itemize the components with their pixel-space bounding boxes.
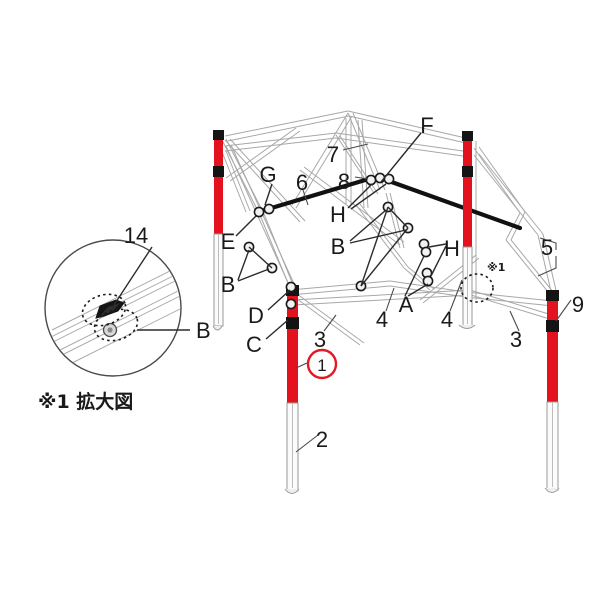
leader-line-H2a <box>428 243 447 248</box>
leader-line-H1b <box>350 183 387 210</box>
leader-line-Aa <box>404 255 425 297</box>
label-4-right: 4 <box>441 307 453 332</box>
leader-line-H2b <box>430 245 447 277</box>
label-A: A <box>399 292 414 317</box>
tent-frame-group: ※1 1 2 3 3 4 4 5 6 7 8 9 A B B C D E F G <box>212 110 584 494</box>
label-7: 7 <box>327 142 339 167</box>
leader-line-B2a <box>349 209 387 242</box>
clip-part-14-shade <box>99 303 120 317</box>
callout-circle-icon <box>306 348 338 380</box>
leader-line-6 <box>302 189 309 206</box>
leader-line-F <box>380 132 422 183</box>
detail-view-group: 14 B ※1 拡大図 <box>38 223 211 413</box>
leader-line-4a <box>385 287 395 312</box>
label-C: C <box>246 332 262 357</box>
label-F: F <box>420 113 433 138</box>
leader-line-2 <box>295 434 319 453</box>
pole-front-right <box>544 290 560 493</box>
label-6: 6 <box>296 170 308 195</box>
ref-mark-right: ※1 <box>487 261 505 274</box>
leader-line-B1b <box>237 268 270 282</box>
label-5: 5 <box>541 235 553 260</box>
detail-circle-icon <box>44 239 182 377</box>
leader-line-Ab <box>407 283 429 297</box>
callout-1-group[interactable]: 1 <box>306 348 338 380</box>
dotted-highlight-icon-clip <box>81 293 127 327</box>
leader-line-B1a <box>237 249 250 281</box>
leader-line-C <box>265 319 289 340</box>
detail-view-caption: ※1 拡大図 <box>38 390 133 413</box>
label-E: E <box>221 229 236 254</box>
label-B-center: B <box>331 234 346 259</box>
part-number-labels: 2 3 3 4 4 5 6 7 8 9 <box>296 142 584 452</box>
leader-line-B2b <box>349 229 407 244</box>
pole-front-left <box>284 285 300 494</box>
pole-back-right <box>458 131 476 329</box>
ridge-bar-left <box>255 175 375 215</box>
leader-line-callout-1 <box>295 362 308 369</box>
label-3-right: 3 <box>510 327 522 352</box>
label-8: 8 <box>338 169 350 194</box>
leader-line-D <box>267 289 291 311</box>
label-H-right: H <box>444 236 460 261</box>
label-2: 2 <box>316 427 328 452</box>
dotted-highlight-icon-rivet <box>93 308 139 342</box>
joint-letter-labels: A B B C D E F G H H <box>221 113 460 357</box>
label-9: 9 <box>572 292 584 317</box>
callout-number: 1 <box>317 356 326 375</box>
leader-line-7 <box>342 143 369 151</box>
label-B-left: B <box>221 272 236 297</box>
leader-line-E <box>235 215 257 237</box>
joint-connector-outlines <box>248 206 409 287</box>
ridge-bar-right <box>383 177 523 231</box>
leader-line-3a <box>323 314 337 332</box>
detail-label-14: 14 <box>124 223 148 248</box>
label-4-left: 4 <box>376 307 388 332</box>
label-3-left: 3 <box>314 327 326 352</box>
leader-line-8 <box>354 176 369 180</box>
leader-line-4b <box>449 279 463 312</box>
label-H-center: H <box>330 202 346 227</box>
leader-line-5a <box>539 237 557 250</box>
leader-lines <box>235 132 572 453</box>
pole-back-left <box>212 130 224 331</box>
leader-line-G <box>264 183 273 206</box>
label-G: G <box>259 162 276 187</box>
leader-line-14 <box>111 246 153 309</box>
leader-line-5b <box>537 256 557 277</box>
leader-line-9 <box>555 299 572 322</box>
detail-label-B: B <box>196 318 211 343</box>
dotted-highlight-icon-main <box>460 273 494 303</box>
leader-line-H1a <box>347 183 373 209</box>
rivet-pin-center <box>107 327 113 333</box>
leader-line-3b <box>509 310 520 332</box>
label-D: D <box>248 303 264 328</box>
